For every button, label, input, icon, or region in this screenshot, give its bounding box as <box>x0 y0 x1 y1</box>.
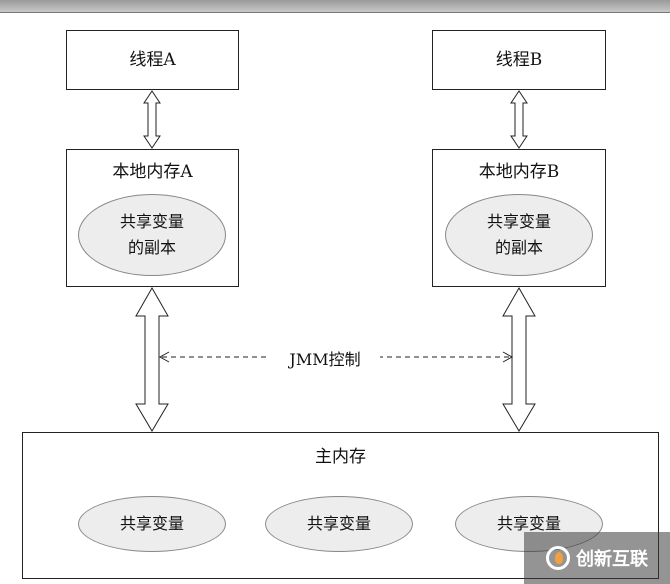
shared-copy-b-ellipse: 共享变量 的副本 <box>445 194 593 276</box>
shared-copy-b-label: 共享变量 的副本 <box>486 212 551 257</box>
window-top-bar <box>0 0 670 13</box>
arrow-local-b-main <box>502 286 536 432</box>
thread-b-box: 线程B <box>432 30 606 90</box>
arrow-thread-b-local-b <box>510 90 528 149</box>
local-memory-b-label: 本地内存B <box>478 162 560 182</box>
shared-var-ellipse-2: 共享变量 <box>265 496 413 552</box>
thread-a-label: 线程A <box>129 50 176 70</box>
thread-b-label: 线程B <box>495 50 543 70</box>
shared-var-label-1: 共享变量 <box>119 514 184 533</box>
arrow-thread-a-local-a <box>143 90 161 149</box>
watermark: 创新互联 <box>524 532 670 584</box>
shared-var-label-3: 共享变量 <box>496 514 561 533</box>
shared-var-ellipse-1: 共享变量 <box>78 496 226 552</box>
shared-copy-a-label: 共享变量 的副本 <box>119 212 184 257</box>
watermark-logo-icon <box>546 546 570 570</box>
main-memory-label: 主内存 <box>315 447 366 467</box>
jmm-arrowhead-right <box>502 351 514 363</box>
watermark-text: 创新互联 <box>576 549 648 570</box>
shared-var-label-2: 共享变量 <box>306 514 371 533</box>
thread-a-box: 线程A <box>66 30 239 90</box>
local-memory-a-label: 本地内存A <box>112 162 193 182</box>
jmm-arrowhead-left <box>158 351 170 363</box>
shared-copy-a-ellipse: 共享变量 的副本 <box>78 194 226 276</box>
jmm-control-label: JMM控制 <box>270 346 380 370</box>
arrow-local-a-main <box>135 286 169 432</box>
